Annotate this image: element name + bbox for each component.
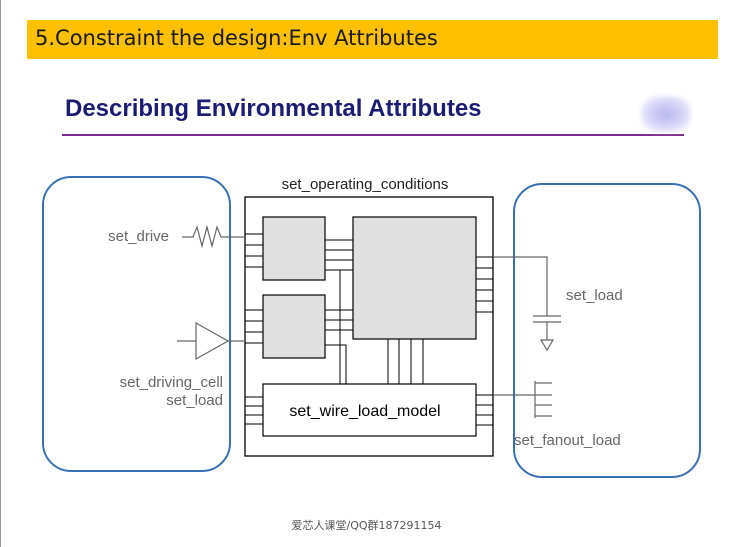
input-set-load-label: set_load bbox=[166, 392, 223, 409]
section-heading: Describing Environmental Attributes bbox=[65, 95, 482, 122]
output-pins-wire-load bbox=[476, 394, 493, 426]
driving-cell-buffer-icon bbox=[177, 321, 245, 361]
wire-load-model-block bbox=[262, 383, 477, 437]
input-environment-region bbox=[42, 176, 231, 472]
slide-title: 5.Constraint the design:Env Attributes bbox=[35, 26, 438, 50]
logic-block-2 bbox=[262, 294, 326, 359]
block-interconnect bbox=[325, 239, 424, 384]
logic-block-1 bbox=[262, 216, 326, 281]
logic-block-3 bbox=[352, 216, 477, 340]
output-environment-region bbox=[513, 183, 701, 478]
output-set-load-label: set_load bbox=[566, 287, 623, 304]
output-pins-block-3 bbox=[475, 256, 493, 313]
wire-load-model-label: set_wire_load_model bbox=[289, 403, 440, 420]
heading-underline bbox=[62, 134, 684, 136]
slide-title-bar: 5.Constraint the design:Env Attributes bbox=[27, 20, 718, 59]
slide-left-edge bbox=[0, 0, 1, 547]
operating-conditions-label: set_operating_conditions bbox=[282, 176, 449, 193]
drive-resistor-icon bbox=[182, 224, 245, 249]
slide-footer: 爱芯人课堂/QQ群187291154 bbox=[291, 519, 442, 532]
blurred-logo bbox=[641, 96, 691, 132]
load-capacitor-icon bbox=[493, 256, 561, 352]
set-fanout-load-label: set_fanout_load bbox=[514, 432, 621, 449]
input-pins bbox=[245, 233, 263, 425]
design-boundary-box bbox=[244, 196, 494, 457]
set-driving-cell-label: set_driving_cell bbox=[120, 374, 223, 391]
set-drive-label: set_drive bbox=[108, 228, 169, 245]
fanout-load-icon bbox=[493, 381, 552, 418]
